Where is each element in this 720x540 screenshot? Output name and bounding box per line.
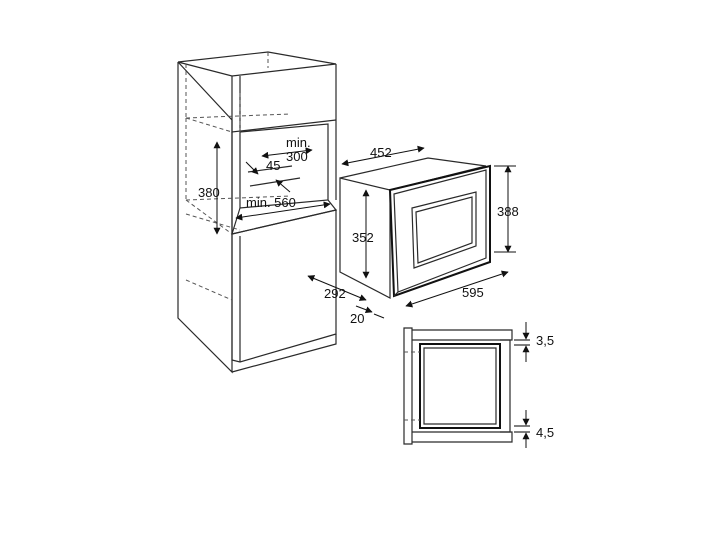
section-dimensions: 3,5 4,5: [522, 322, 554, 448]
section-drawing: [403, 327, 530, 445]
top-gap-label: 3,5: [536, 333, 554, 348]
vent-gap-label: 45: [266, 158, 280, 173]
oven-depth-label: 452: [370, 145, 392, 160]
oven-drawing: [339, 157, 491, 299]
tall-cabinet-drawing: [177, 51, 338, 374]
niche-depth-value-label: 300: [286, 149, 308, 164]
oven-side-depth-label: 292: [324, 286, 346, 301]
oven-front-height-label: 388: [497, 204, 519, 219]
oven-front-offset-label: 20: [350, 311, 364, 326]
niche-depth-min-label: min.: [286, 135, 311, 150]
bottom-gap-label: 4,5: [536, 425, 554, 440]
niche-height-label: 380: [198, 185, 220, 200]
oven-body-height-label: 352: [352, 230, 374, 245]
oven-width-label: 595: [462, 285, 484, 300]
cabinet-dimensions: 380 min. 560 min. 300 45: [198, 135, 331, 235]
oven-dimensions: 452 352 388 595 292 20: [307, 145, 519, 326]
niche-width-label: min. 560: [246, 195, 296, 210]
